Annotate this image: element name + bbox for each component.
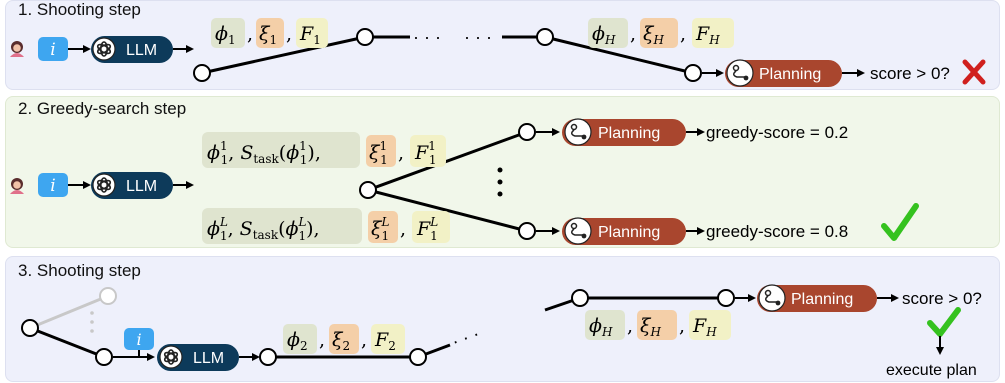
llm-label: LLM [126, 178, 157, 195]
svg-text:,: , [361, 329, 367, 351]
svg-text:,: , [679, 315, 685, 337]
llm-badge: LLM [91, 172, 173, 199]
svg-text:ϕH: ϕH [589, 315, 613, 339]
svg-text:FL1: FL1 [416, 215, 438, 243]
planning-icon [758, 284, 786, 312]
svg-text:ϕ2: ϕ2 [287, 329, 308, 353]
check-icon [927, 307, 961, 337]
panel-title: 1. Shooting step [18, 0, 141, 19]
score-check-label: score > 0? [902, 289, 982, 308]
cross-icon [962, 59, 986, 85]
planning-icon [564, 118, 592, 146]
svg-text:F11: F11 [414, 139, 436, 167]
state-node [259, 348, 277, 366]
planning-icon [564, 217, 592, 245]
svg-text:,: , [680, 23, 686, 45]
svg-text:ξ2: ξ2 [332, 329, 350, 353]
state-node [409, 348, 427, 366]
action-chip-group: ϕH , ξH , FH [588, 18, 734, 48]
planning-badge: Planning [725, 59, 842, 87]
state-node [571, 289, 589, 307]
state-node [99, 287, 117, 305]
planning-icon [726, 59, 754, 87]
openai-icon [92, 173, 116, 197]
planning-badge: Planning [757, 284, 877, 312]
action-chip-group: ϕ2 , ξ2 , F2 [283, 324, 405, 354]
svg-text:,: , [627, 315, 633, 337]
svg-text:ξL1: ξL1 [371, 215, 389, 243]
svg-text:ϕ1: ϕ1 [215, 23, 236, 47]
svg-text:FH: FH [692, 315, 717, 339]
svg-text:F1: F1 [299, 23, 321, 47]
svg-text:FH: FH [695, 23, 720, 47]
openai-icon [92, 37, 116, 61]
planning-label: Planning [598, 125, 660, 142]
svg-text:,: , [630, 23, 636, 45]
ellipsis: · · · [449, 323, 482, 351]
check-icon [881, 203, 919, 241]
action-chip-group: ϕH , ξH , FH [585, 310, 731, 340]
llm-badge: LLM [157, 344, 239, 371]
svg-text:,: , [400, 218, 406, 240]
svg-text:ϕ11, Stask(ϕ11),: ϕ11, Stask(ϕ11), [207, 139, 321, 167]
state-node [356, 28, 374, 46]
svg-text:ξH: ξH [643, 23, 664, 47]
info-icon: i [38, 37, 68, 61]
info-glyph: i [50, 176, 55, 196]
person-icon [10, 178, 24, 194]
info-icon: i [124, 328, 154, 350]
info-icon: i [38, 173, 68, 197]
llm-label: LLM [193, 350, 224, 367]
state-node [518, 123, 536, 141]
state-node [684, 64, 702, 82]
svg-text:ξ11: ξ11 [369, 139, 388, 167]
svg-text:F2: F2 [374, 329, 396, 353]
panel-title: 2. Greedy-search step [18, 99, 187, 118]
ellipsis: · · · [413, 27, 441, 47]
greedy-score-label: greedy-score = 0.8 [706, 222, 848, 241]
svg-text:ϕL1, Stask(ϕL1),: ϕL1, Stask(ϕL1), [207, 215, 320, 243]
planning-badge: Planning [562, 118, 686, 146]
svg-text:,: , [319, 329, 325, 351]
state-node [717, 289, 735, 307]
state-node [193, 64, 211, 82]
llm-label: LLM [126, 42, 157, 59]
planning-label: Planning [791, 291, 853, 308]
ellipsis: · · · [464, 27, 492, 47]
llm-badge: LLM [91, 36, 173, 63]
svg-text:ξH: ξH [640, 315, 661, 339]
greedy-search-step-panel: 2. Greedy-search step [5, 96, 1000, 248]
execute-plan-label: execute plan [886, 362, 977, 379]
svg-text:ϕH: ϕH [592, 23, 616, 47]
greedy-score-label: greedy-score = 0.2 [706, 123, 848, 142]
svg-text:,: , [286, 23, 292, 45]
state-node [359, 181, 377, 199]
person-icon [10, 41, 24, 57]
svg-text:ξ1: ξ1 [259, 23, 277, 47]
planning-badge: Planning [562, 217, 686, 245]
state-node [21, 319, 39, 337]
score-check-label: score > 0? [870, 64, 950, 83]
state-node [536, 28, 554, 46]
planning-label: Planning [759, 66, 821, 83]
info-glyph: i [50, 40, 55, 60]
planning-label: Planning [598, 224, 660, 241]
state-node [95, 348, 113, 366]
panel-title: 3. Shooting step [18, 261, 141, 280]
openai-icon [159, 345, 183, 369]
info-glyph: i [136, 330, 141, 349]
state-node [518, 222, 536, 240]
svg-text:,: , [247, 23, 253, 45]
svg-text:,: , [398, 142, 404, 164]
action-chip-group: ϕ1 , ξ1 , F1 [211, 18, 328, 48]
